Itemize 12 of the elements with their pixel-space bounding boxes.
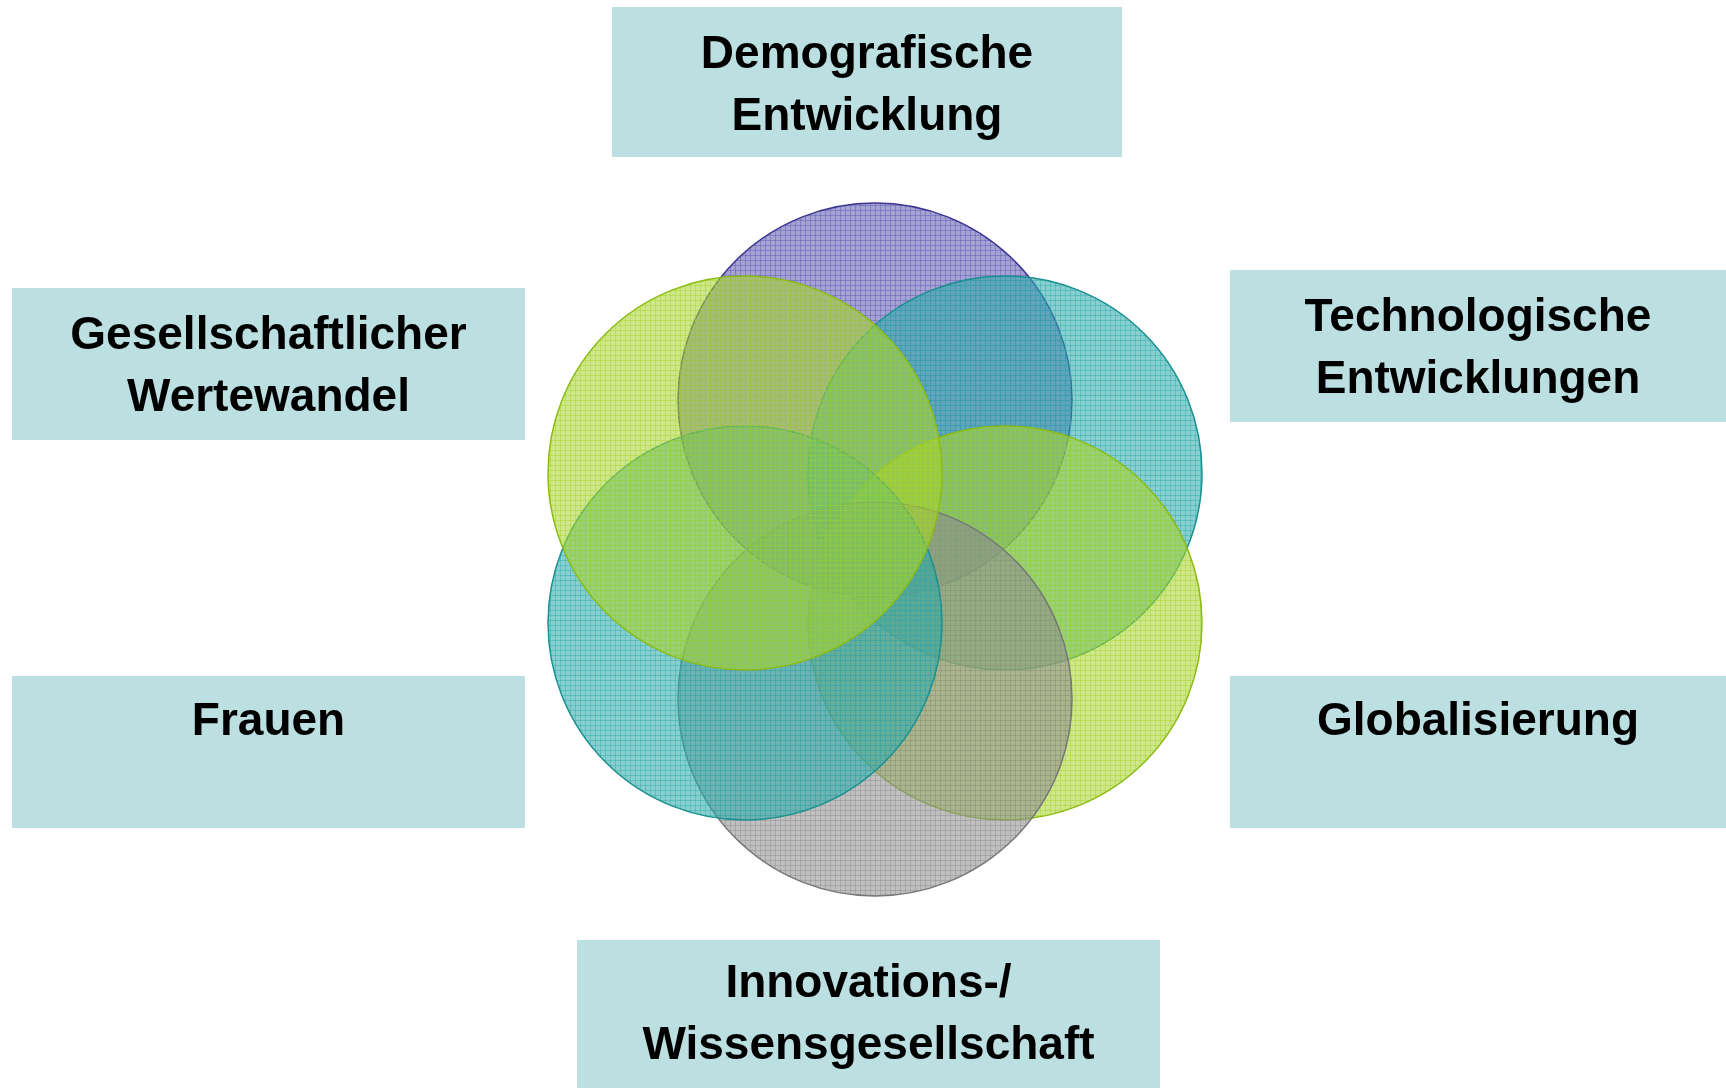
topic-label: Globalisierung bbox=[1316, 692, 1639, 747]
topic-box bbox=[12, 676, 525, 828]
topic-box bbox=[612, 7, 1122, 157]
topic-box bbox=[577, 940, 1160, 1088]
topic-label: Frauen bbox=[191, 692, 346, 747]
topic-box bbox=[1230, 676, 1726, 828]
topic-label: Innovations-/ Wissensgesellschaft bbox=[641, 954, 1096, 1071]
topic-box bbox=[1230, 270, 1726, 422]
topic-label: Gesellschaftlicher Wertewandel bbox=[69, 306, 468, 423]
topic-label: Demografische Entwicklung bbox=[699, 25, 1035, 142]
topic-label: Technologische Entwicklungen bbox=[1303, 288, 1653, 405]
topic-box bbox=[12, 288, 525, 440]
